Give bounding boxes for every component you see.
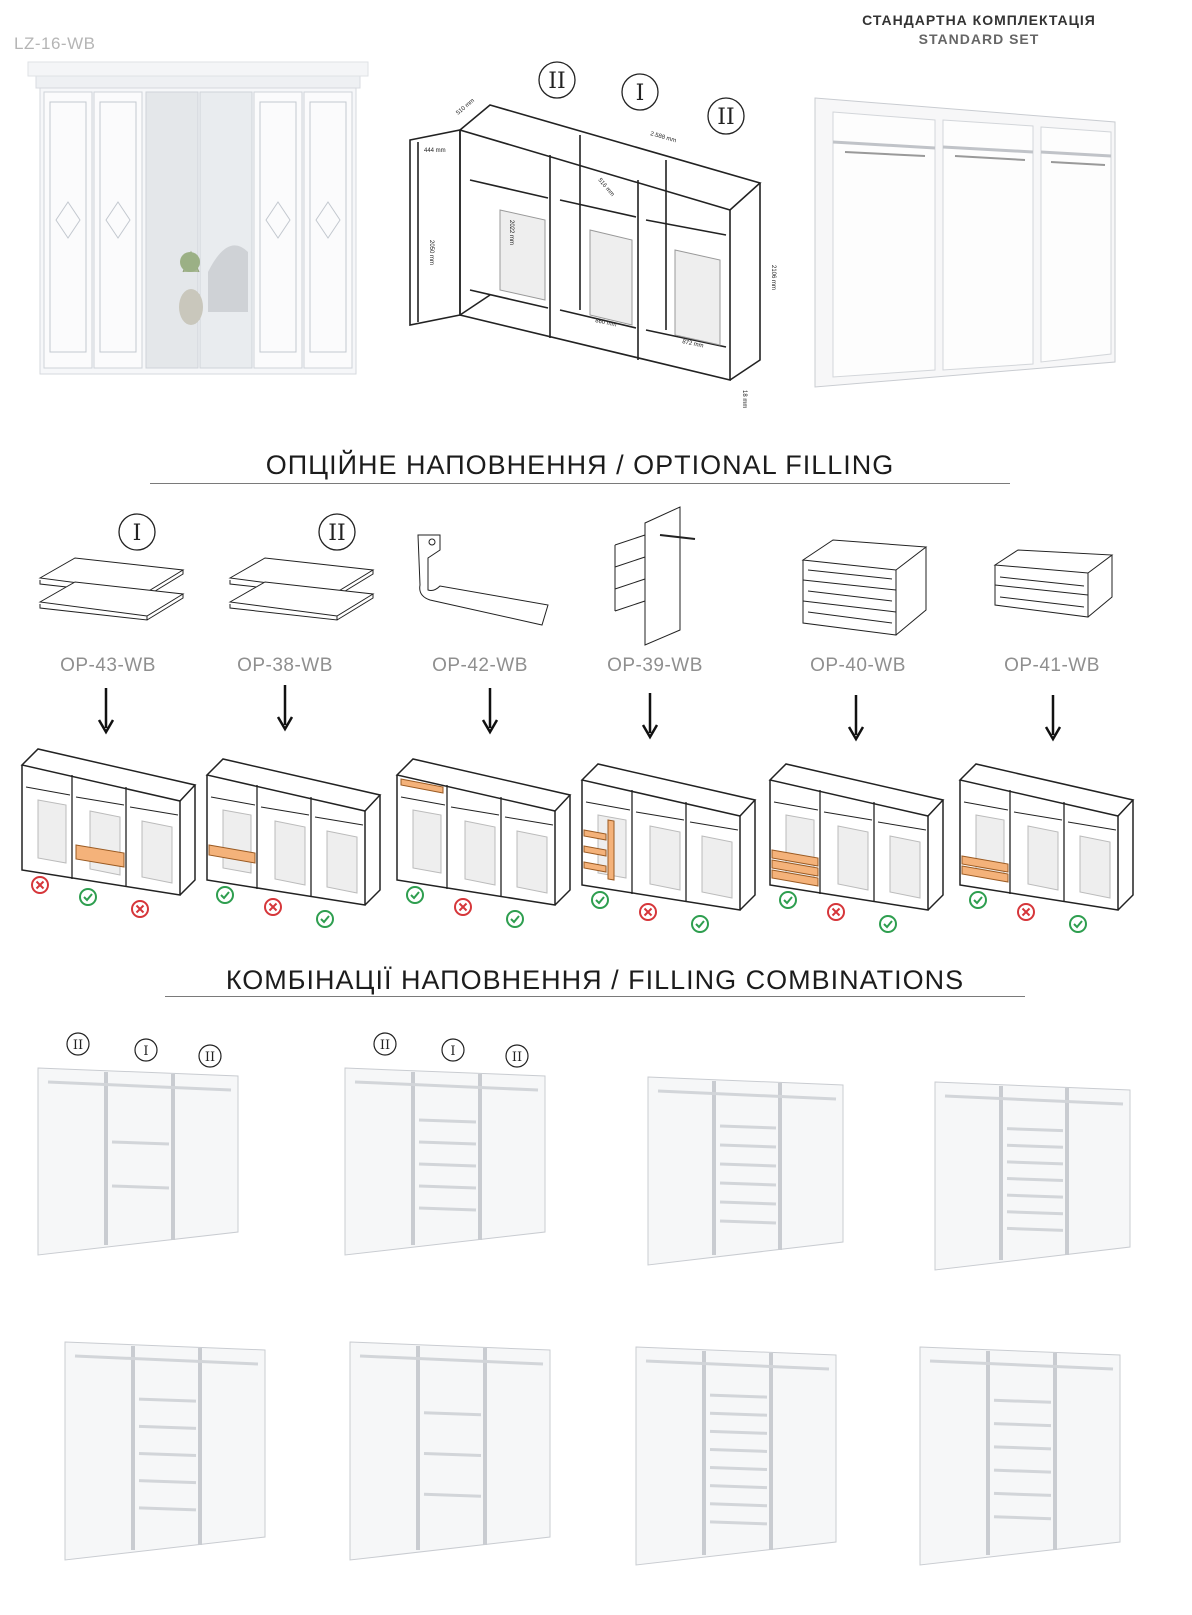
section-badge: I <box>441 1038 465 1062</box>
standard-set-subtitle: STANDARD SET <box>918 31 1040 47</box>
wardrobe-photo <box>27 61 369 375</box>
cross-icon <box>131 900 149 918</box>
check-icon <box>406 886 424 904</box>
dim-plinth: 18 mm <box>741 390 747 408</box>
scheme-section-label: I <box>636 81 645 106</box>
arrow-down-icon <box>1044 695 1062 742</box>
dim-door-width: 444 mm <box>424 148 446 154</box>
option-code: OP-42-WB <box>432 655 528 676</box>
check-icon <box>969 891 987 909</box>
option-wardrobe-diagram <box>20 748 197 918</box>
arrow-down-icon <box>481 688 499 735</box>
option-code: OP-40-WB <box>810 655 906 676</box>
option-wardrobe-diagram <box>580 763 757 933</box>
optional-filling-title: ОПЦІЙНЕ НАПОВНЕННЯ / OPTIONAL FILLING <box>265 450 895 480</box>
chest-2-drawers-icon <box>993 549 1114 618</box>
option-badge: II <box>328 521 345 546</box>
svg-text:II: II <box>73 1038 83 1053</box>
scheme-section-label: II <box>717 105 734 130</box>
svg-text:II: II <box>380 1038 390 1053</box>
dim-door-height: 2050 mm <box>428 240 434 265</box>
optional-part-highlight <box>961 855 1009 883</box>
check-icon <box>1069 915 1087 933</box>
hanging-rail-icon <box>417 534 549 626</box>
option-badge: I <box>133 521 142 546</box>
check-icon <box>316 910 334 928</box>
standard-set-carcass <box>814 97 1116 388</box>
combination-wardrobe <box>64 1341 266 1561</box>
arrow-down-icon <box>97 688 115 735</box>
product-code: LZ-16-WB <box>14 34 96 53</box>
section-badge: I <box>134 1038 158 1062</box>
combination-wardrobe <box>647 1076 844 1266</box>
combination-wardrobe <box>635 1346 837 1566</box>
side-shelf-unit-icon <box>614 506 696 646</box>
optional-part-highlight <box>208 844 256 864</box>
cross-icon <box>264 898 282 916</box>
option-wardrobe-diagram <box>958 763 1135 933</box>
option-wardrobe-diagram <box>205 758 382 928</box>
check-icon <box>879 915 897 933</box>
shelf-pair-icon: I <box>38 513 185 621</box>
dimension-scheme: II I II 2.588 mm 510 mm 444 mm 2050 mm 5… <box>409 61 776 408</box>
check-icon <box>691 915 709 933</box>
filling-combinations-title: КОМБІНАЦІЇ НАПОВНЕННЯ / FILLING COMBINAT… <box>225 965 965 995</box>
optional-filling-divider <box>150 483 1010 484</box>
arrow-down-icon <box>641 693 659 740</box>
dim-width: 2.588 mm <box>649 131 676 144</box>
standard-set-title: СТАНДАРТНА КОМПЛЕКТАЦІЯ <box>862 12 1096 28</box>
svg-text:I: I <box>450 1044 455 1059</box>
optional-part-highlight <box>75 844 125 868</box>
arrow-down-icon <box>847 695 865 742</box>
combination-wardrobe <box>349 1341 551 1561</box>
option-code: OP-39-WB <box>607 655 703 676</box>
dim-depth: 510 mm <box>455 98 475 117</box>
dim-total-height: 2106 mm <box>770 265 776 290</box>
cross-icon <box>1017 903 1035 921</box>
dim-inner-width-side: 872 mm <box>682 339 704 349</box>
chest-3-drawers-icon <box>801 539 928 636</box>
shelf-pair-icon: II <box>228 513 375 621</box>
check-icon <box>216 886 234 904</box>
dim-inner-height: 2022 mm <box>508 220 514 245</box>
svg-text:I: I <box>143 1044 148 1059</box>
svg-text:II: II <box>512 1050 522 1065</box>
check-icon <box>779 891 797 909</box>
cross-icon <box>639 903 657 921</box>
optional-part-highlight <box>771 849 819 887</box>
option-code: OP-41-WB <box>1004 655 1100 676</box>
filling-combinations-divider <box>165 996 1025 997</box>
check-icon <box>591 891 609 909</box>
arrow-down-icon <box>276 685 294 732</box>
check-icon <box>506 910 524 928</box>
option-wardrobe-diagram <box>768 763 945 933</box>
scheme-section-label: II <box>548 69 565 94</box>
combination-wardrobe <box>934 1081 1131 1271</box>
option-code: OP-43-WB <box>60 655 156 676</box>
dim-inner-width-center: 860 mm <box>595 318 617 328</box>
cross-icon <box>827 903 845 921</box>
cross-icon <box>31 876 49 894</box>
section-badge: II <box>66 1032 90 1056</box>
option-wardrobe-diagram <box>395 758 572 928</box>
dim-inner-depth: 516 mm <box>596 177 615 197</box>
optional-part-highlight <box>583 819 615 881</box>
cross-icon <box>454 898 472 916</box>
optional-part-highlight <box>400 778 444 794</box>
option-code: OP-38-WB <box>237 655 333 676</box>
section-badge: II <box>505 1044 529 1068</box>
section-badge: II <box>198 1044 222 1068</box>
svg-text:II: II <box>205 1050 215 1065</box>
check-icon <box>79 888 97 906</box>
combination-wardrobe <box>919 1346 1121 1566</box>
section-badge: II <box>373 1032 397 1056</box>
